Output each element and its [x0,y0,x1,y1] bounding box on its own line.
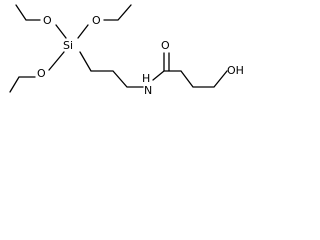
atom-hydrogen-amide: H [142,72,150,85]
ethoxy-top-right-bonds [77,4,132,39]
propyl-chain-bonds [79,51,144,88]
atom-oxygen-carbonyl: O [161,39,170,52]
chemical-structure: O O Si O H N O OH [9,4,244,97]
atom-nitrogen-amide: N [144,84,152,97]
atom-oxygen-top-left: O [43,14,52,27]
atom-silicon: Si [63,39,73,52]
atom-hydroxyl: OH [227,64,244,77]
carbonyl-double-bond [163,52,170,72]
ethoxy-bottom-left-bonds [9,51,65,93]
atom-oxygen-bottom-left: O [37,67,46,80]
butanamide-chain-bonds [152,70,228,88]
atom-oxygen-top-right: O [92,14,101,27]
ethoxy-top-left-bonds [15,4,67,39]
